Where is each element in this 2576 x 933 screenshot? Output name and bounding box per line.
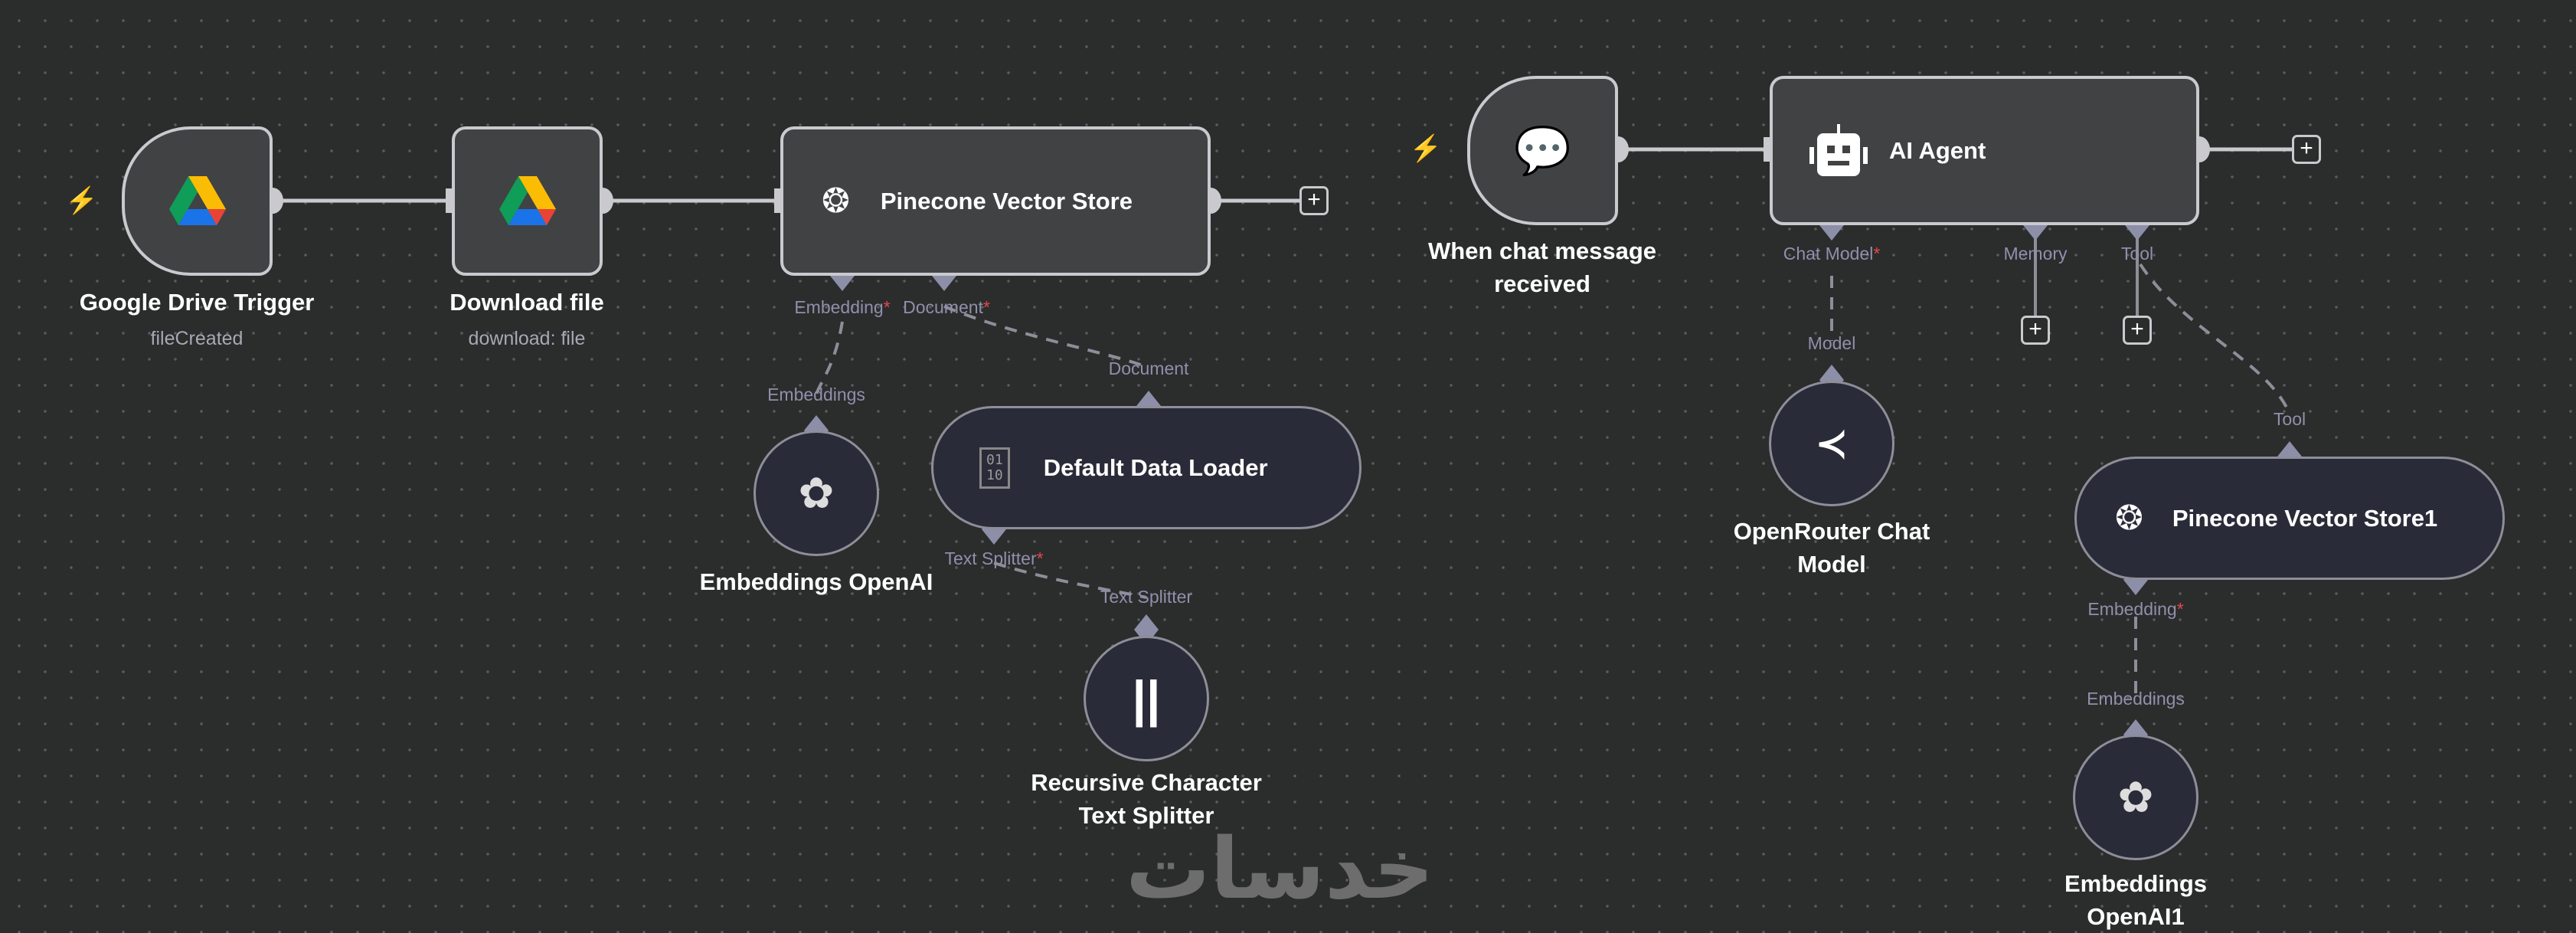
port-label-document: Document*	[903, 297, 990, 317]
add-tool-button[interactable]: +	[2123, 316, 2152, 345]
port-label-chat-model: Chat Model*	[1783, 244, 1881, 264]
node-embeddings-openai[interactable]: ✿	[754, 430, 879, 556]
port-label: Embeddings	[2087, 689, 2185, 709]
node-ai-agent[interactable]: AI Agent	[1770, 76, 2199, 225]
chat-bubbles-icon: 💬	[1514, 125, 1571, 176]
edge-text-splitter	[993, 561, 1147, 599]
robot-icon	[1809, 123, 1868, 176]
trigger-bolt-icon: ⚡	[1409, 134, 1443, 163]
node-recursive-text-splitter[interactable]: ||	[1084, 636, 1209, 761]
port-label-embedding: Embedding*	[794, 297, 891, 317]
node-openrouter-chat-model[interactable]: ≺	[1769, 381, 1894, 506]
edge-embedding	[815, 321, 844, 395]
port-label: Tool	[2273, 409, 2306, 429]
node-name: Download file	[449, 289, 604, 316]
input-port	[446, 188, 453, 213]
edge-tool	[2139, 263, 2291, 414]
node-title: Pinecone Vector Store	[880, 187, 1133, 214]
trigger-bolt-icon: ⚡	[65, 186, 99, 215]
pinecone-icon: ❂	[822, 182, 850, 220]
node-pinecone-vector-store1[interactable]: ❂ Pinecone Vector Store1	[2074, 457, 2505, 580]
node-title: Default Data Loader	[1043, 453, 1268, 481]
add-node-button[interactable]: +	[2292, 135, 2321, 164]
add-memory-button[interactable]: +	[2021, 316, 2050, 345]
openai-icon: ✿	[2117, 773, 2154, 821]
port-label: Embeddings	[767, 385, 865, 404]
watermark-logo: خدسات	[1126, 820, 1434, 918]
port-label: Text Splitter	[1100, 587, 1193, 607]
openai-icon: ✿	[798, 469, 835, 517]
edge-document	[943, 305, 1149, 369]
google-drive-icon	[168, 175, 226, 225]
openrouter-icon: ≺	[1816, 422, 1848, 465]
port-label-text-splitter: Text Splitter*	[944, 548, 1044, 568]
node-name: Embeddings OpenAI	[699, 568, 933, 595]
google-drive-icon	[499, 175, 556, 225]
port-label-embedding: Embedding*	[2087, 599, 2184, 619]
splitter-icon: ||	[1132, 670, 1161, 727]
node-subtitle: download: file	[468, 328, 586, 349]
add-node-button[interactable]: +	[1299, 186, 1329, 215]
input-port	[774, 188, 782, 213]
node-name: Google Drive Trigger	[79, 289, 315, 316]
node-chat-trigger[interactable]: 💬	[1467, 76, 1618, 225]
node-download-file[interactable]	[452, 126, 603, 276]
node-google-drive-trigger[interactable]	[122, 126, 273, 276]
node-subtitle: fileCreated	[150, 328, 244, 349]
port-label-memory: Memory	[2003, 244, 2068, 264]
node-pinecone-vector-store[interactable]: ❂ Pinecone Vector Store	[780, 126, 1211, 276]
port-label: Model	[1807, 333, 1856, 353]
node-title: Pinecone Vector Store1	[2172, 504, 2438, 532]
node-title: AI Agent	[1889, 136, 1986, 164]
input-port	[1764, 137, 1771, 162]
node-embeddings-openai1[interactable]: ✿	[2073, 735, 2198, 860]
port-label: Document	[1108, 358, 1189, 378]
port-label-tool: Tool	[2120, 244, 2154, 264]
pinecone-icon: ❂	[2115, 499, 2143, 537]
